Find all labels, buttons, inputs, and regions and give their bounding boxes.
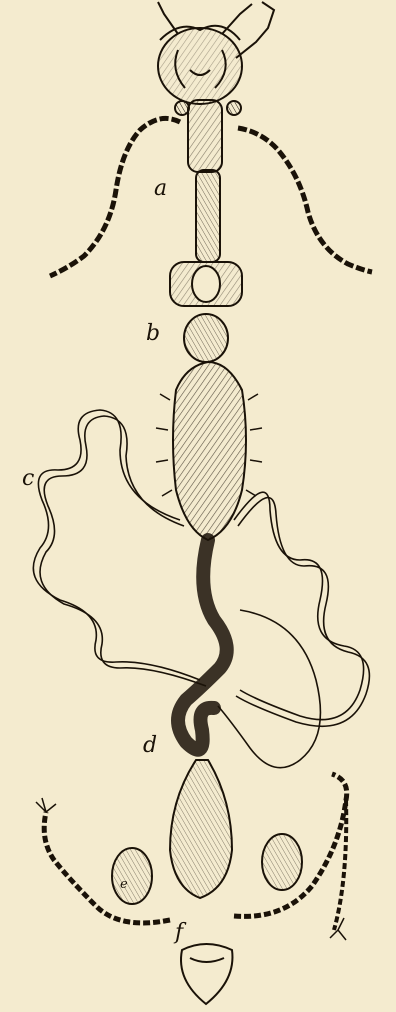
- label-e: e: [120, 878, 128, 891]
- terminal-vesicle: [181, 944, 232, 1004]
- label-a: a: [154, 178, 167, 200]
- label-d: d: [143, 735, 157, 757]
- gizzard: [170, 262, 242, 362]
- oesophagus: [196, 170, 220, 262]
- label-f: f: [175, 922, 183, 944]
- antenna-right: [238, 128, 372, 272]
- head: [158, 26, 242, 104]
- prothorax: [175, 100, 241, 172]
- rectum: [170, 760, 232, 898]
- label-c: c: [22, 468, 34, 490]
- intestine: [178, 540, 227, 750]
- chylific-ventricle: [156, 362, 262, 540]
- label-b: b: [146, 323, 160, 345]
